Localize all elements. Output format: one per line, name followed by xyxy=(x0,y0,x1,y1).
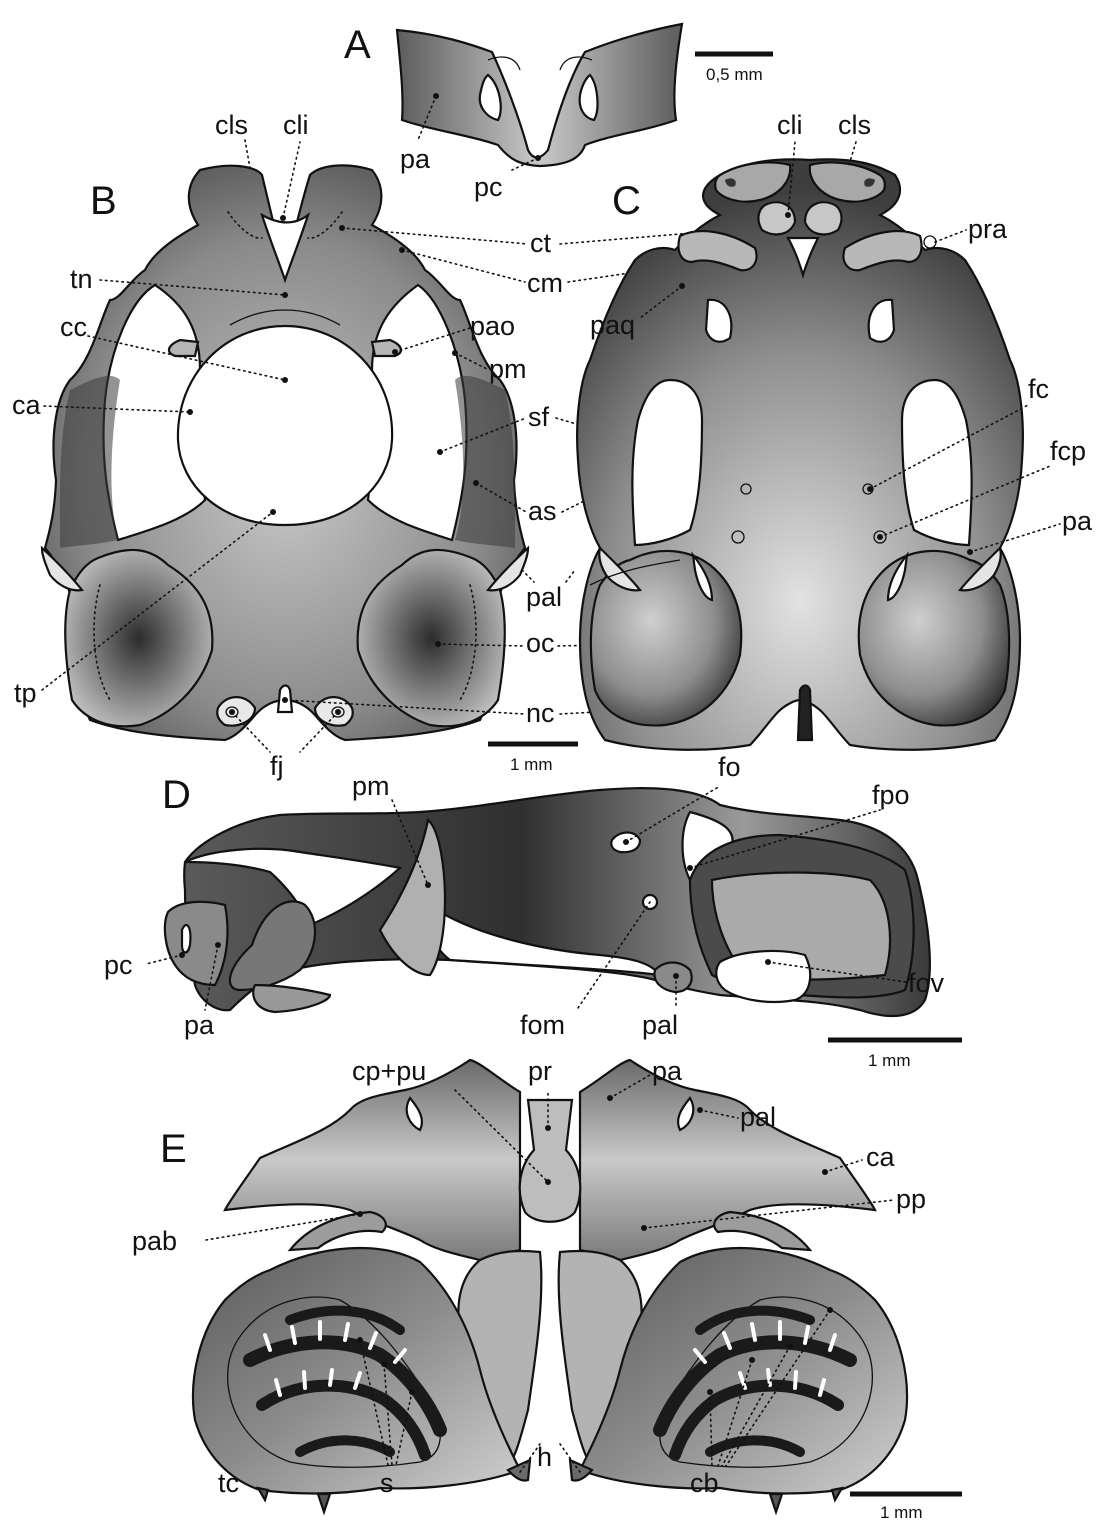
label-b-cls: cls xyxy=(215,110,248,140)
panel-b-scale-label: 1 mm xyxy=(510,755,553,774)
panel-e-scale-label: 1 mm xyxy=(880,1503,923,1521)
label-a-pa: pa xyxy=(400,144,431,174)
label-b-tp: tp xyxy=(14,678,37,708)
label-d-fpo: fpo xyxy=(872,780,910,810)
label-d-pm: pm xyxy=(352,771,390,801)
panel-b-cranial-cavity xyxy=(178,326,392,525)
label-c-cls: cls xyxy=(838,110,871,140)
label-pal: pal xyxy=(526,582,562,612)
label-oc: oc xyxy=(526,628,555,658)
label-d-pa: pa xyxy=(184,1010,215,1040)
label-d-fov: fov xyxy=(908,968,945,998)
label-d-pc: pc xyxy=(104,950,133,980)
label-b-tn: tn xyxy=(70,264,93,294)
panel-c-letter: C xyxy=(612,179,641,223)
label-c-fc: fc xyxy=(1028,374,1049,404)
label-e-pal: pal xyxy=(740,1102,776,1132)
label-e-s: s xyxy=(380,1468,394,1498)
label-d-fo: fo xyxy=(718,752,741,782)
label-c-cli: cli xyxy=(777,110,803,140)
label-nc: nc xyxy=(526,698,555,728)
label-e-tc: tc xyxy=(218,1468,239,1498)
label-e-pab: pab xyxy=(132,1226,177,1256)
label-cm: cm xyxy=(527,268,563,298)
label-c-paq: paq xyxy=(590,310,635,340)
label-e-pa: pa xyxy=(652,1056,683,1086)
panel-a-scale-label: 0,5 mm xyxy=(706,65,763,84)
label-b-pm: pm xyxy=(489,354,527,384)
panel-a-letter: A xyxy=(344,23,371,67)
label-as: as xyxy=(528,496,557,526)
panel-b: B cls cli xyxy=(12,110,578,781)
panel-d-scale-label: 1 mm xyxy=(868,1051,911,1070)
label-c-pa: pa xyxy=(1062,506,1093,536)
panel-a-bone xyxy=(397,24,682,166)
panel-d-letter: D xyxy=(162,773,191,817)
label-b-cc: cc xyxy=(60,312,87,342)
label-e-pr: pr xyxy=(528,1056,552,1086)
label-b-ca: ca xyxy=(12,390,42,420)
label-sf: sf xyxy=(528,402,550,432)
label-c-pra: pra xyxy=(968,214,1008,244)
label-a-pc: pc xyxy=(474,172,503,202)
label-b-fj: fj xyxy=(270,751,284,781)
label-e-cb: cb xyxy=(690,1468,719,1498)
label-e-h: h xyxy=(537,1442,552,1472)
label-e-ca: ca xyxy=(866,1142,896,1172)
panel-c: C cli c xyxy=(577,110,1093,750)
panel-e-letter: E xyxy=(160,1127,187,1171)
label-b-pao: pao xyxy=(470,311,515,341)
panel-a: A 0,5 mm pa pc xyxy=(344,23,773,202)
label-e-cp-pu: cp+pu xyxy=(352,1056,426,1086)
label-d-fom: fom xyxy=(520,1010,565,1040)
label-ct: ct xyxy=(530,228,552,258)
panel-d: D pm fo fpo pc xyxy=(104,752,962,1070)
panel-b-letter: B xyxy=(90,179,117,223)
label-e-pp: pp xyxy=(896,1184,926,1214)
label-c-fcp: fcp xyxy=(1050,436,1086,466)
label-d-pal: pal xyxy=(642,1010,678,1040)
panel-e: E xyxy=(132,1056,962,1521)
label-b-cli: cli xyxy=(283,110,309,140)
